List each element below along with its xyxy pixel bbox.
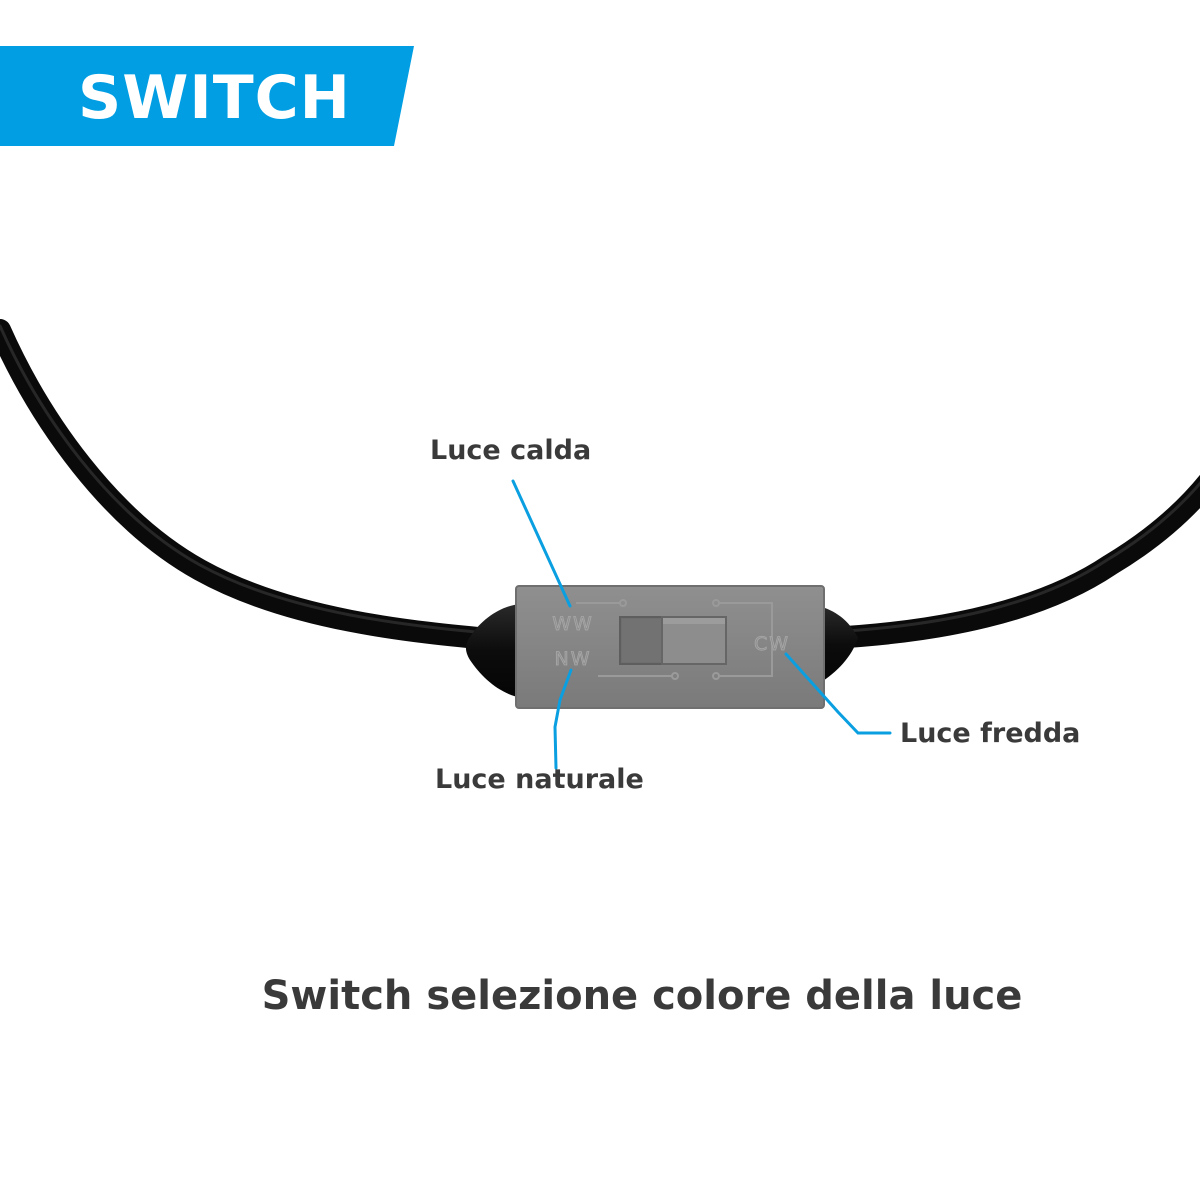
right-strain-relief [818, 606, 858, 684]
marking-cw: CW [754, 633, 790, 655]
title-badge-text: SWITCH [78, 63, 351, 133]
marking-nw: NW [555, 648, 592, 670]
callout-natural-light: Luce naturale [435, 764, 644, 795]
slider-knob[interactable] [661, 616, 727, 665]
leader-warm [511, 479, 572, 608]
left-strain-relief [465, 604, 522, 698]
right-cable [819, 474, 1200, 649]
right-cable-highlight [828, 481, 1200, 634]
callout-leaders [511, 479, 892, 770]
leader-cold [784, 652, 892, 735]
embossed-circuit-lines [576, 599, 773, 680]
marking-ww: WW [552, 613, 594, 635]
callout-warm-light: Luce calda [430, 435, 592, 466]
caption: Switch selezione colore della luce [261, 973, 1023, 1019]
left-cable-highlight [0, 324, 500, 636]
left-cable [0, 319, 511, 651]
callout-cold-light: Luce fredda [900, 718, 1081, 749]
switch-body-edge [515, 585, 825, 709]
leader-natural [553, 668, 573, 770]
